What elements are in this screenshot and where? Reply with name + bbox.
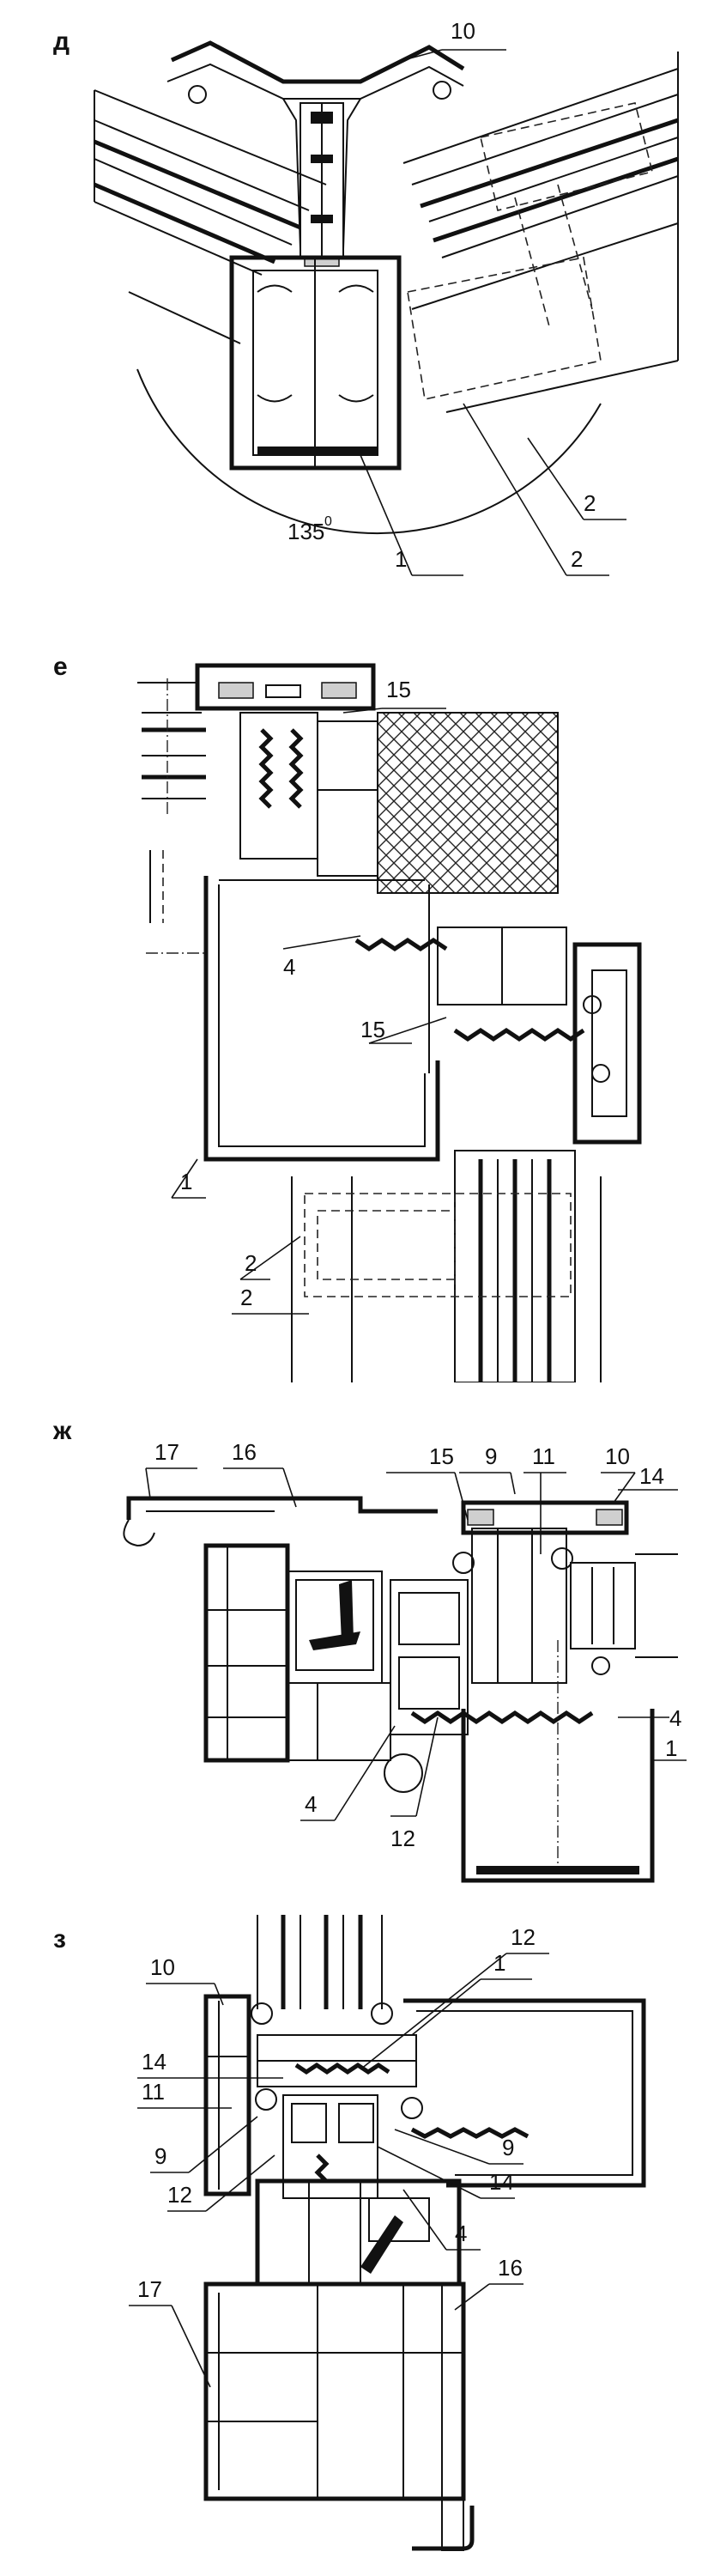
- callout-10: 10: [605, 1443, 630, 1469]
- right-box-profile: [403, 1998, 646, 2188]
- top-cap: [166, 40, 465, 104]
- callout-2b: 2: [571, 546, 583, 572]
- callout-17: 17: [154, 1439, 179, 1465]
- right-glazing: [570, 1553, 678, 1675]
- left-frame-stack: [203, 1543, 423, 1793]
- top-glazing: [251, 1915, 393, 2025]
- panel-e-letter: е: [53, 653, 68, 681]
- callout-10: 10: [150, 1954, 175, 1980]
- panel-z: з: [0, 1906, 702, 2576]
- leader-10: [402, 49, 443, 61]
- hatched-insulation-block: [377, 712, 559, 894]
- screw-upper: [354, 937, 448, 952]
- leader-15b: [368, 1017, 447, 1044]
- screw-lower: [453, 1027, 585, 1042]
- callout-14: 14: [639, 1463, 664, 1489]
- leader-2a: [527, 437, 584, 520]
- leader-14b: [377, 2146, 481, 2199]
- callout-9a: 9: [154, 2143, 166, 2169]
- bottom-tall-frame: [203, 2281, 475, 2551]
- callout-16: 16: [232, 1439, 257, 1465]
- right-box-profile: [461, 1640, 655, 1883]
- right-frame: [572, 942, 642, 1145]
- callout-1: 1: [665, 1735, 677, 1761]
- main-box-profile: [146, 876, 567, 1162]
- callout-2b: 2: [240, 1285, 252, 1310]
- callout-17: 17: [137, 2276, 162, 2302]
- panel-d-letter: д: [53, 27, 70, 56]
- callout-15: 15: [429, 1443, 454, 1469]
- central-mullion: [282, 98, 361, 267]
- panel-zh: ж: [0, 1382, 702, 1906]
- callout-1: 1: [180, 1169, 192, 1194]
- panel-z-drawing: 10 12 1 14 11 9 9 14 12 4 16 17: [129, 1915, 646, 2551]
- callout-14a: 14: [142, 2049, 166, 2075]
- lower-box-profile: [229, 255, 402, 471]
- leader-4: [282, 935, 361, 950]
- top-hook-profile: [123, 1496, 438, 1547]
- angle-arc: [136, 368, 602, 535]
- callout-11: 11: [142, 2079, 165, 2105]
- callout-12: 12: [390, 1826, 415, 1851]
- leader-1: [360, 454, 413, 576]
- callout-2a: 2: [245, 1250, 257, 1276]
- callout-4b: 4: [305, 1791, 317, 1817]
- middle-assembly: [390, 1528, 594, 1735]
- panel-zh-letter: ж: [53, 1417, 72, 1445]
- central-profiles: [255, 2034, 530, 2199]
- leader-2a: [239, 1236, 301, 1280]
- angle-unit: 0: [324, 514, 332, 529]
- callout-4: 4: [283, 954, 295, 980]
- callout-4a: 4: [669, 1705, 681, 1731]
- leader-9b: [394, 2129, 490, 2165]
- right-top-cap: [461, 1500, 629, 1535]
- leader-4: [402, 2189, 447, 2251]
- panel-d-drawing: 135 0 10 1 2 2: [94, 18, 679, 576]
- leader-16: [454, 2283, 490, 2311]
- leader-1: [171, 1158, 198, 1199]
- left-side-frame: [203, 1994, 251, 2196]
- stacked-profile: [239, 712, 378, 877]
- callout-4: 4: [455, 2221, 467, 2246]
- leader-15a: [342, 708, 383, 714]
- panel-e: е: [0, 592, 702, 1382]
- callout-9: 9: [485, 1443, 497, 1469]
- panel-d: д: [0, 0, 702, 592]
- callout-12b: 12: [167, 2182, 192, 2208]
- leader-2b: [463, 403, 567, 576]
- lower-glazing-stack: [454, 1150, 576, 1382]
- leader-12: [415, 1716, 439, 1817]
- callout-12a: 12: [511, 1924, 536, 1950]
- panel-z-letter: з: [53, 1925, 66, 1953]
- callout-16: 16: [498, 2255, 523, 2281]
- top-profile: [195, 663, 376, 711]
- callout-10: 10: [451, 18, 475, 44]
- callout-1: 1: [493, 1950, 505, 1976]
- panel-e-drawing: 15 4 15 1 2 2: [137, 663, 642, 1382]
- left-glazing-band: [94, 89, 327, 344]
- callout-11: 11: [532, 1443, 555, 1469]
- callout-15b: 15: [360, 1017, 385, 1042]
- angle-label: 135: [287, 519, 324, 544]
- lower-frame: [255, 2178, 462, 2287]
- lower-outline: [291, 1176, 602, 1382]
- dashed-alternate-profile: [407, 102, 653, 400]
- callout-1: 1: [395, 546, 407, 572]
- left-glazing-band: [137, 678, 206, 923]
- callout-14b: 14: [489, 2169, 514, 2195]
- right-glazing-band: [402, 52, 679, 413]
- leader-4b: [334, 1725, 396, 1821]
- callout-2a: 2: [584, 490, 596, 516]
- callout-15a: 15: [386, 677, 411, 702]
- panel-zh-drawing: 17 16 15 9 11 10 14 4 1 4 12: [123, 1439, 687, 1883]
- callout-9b: 9: [502, 2135, 514, 2160]
